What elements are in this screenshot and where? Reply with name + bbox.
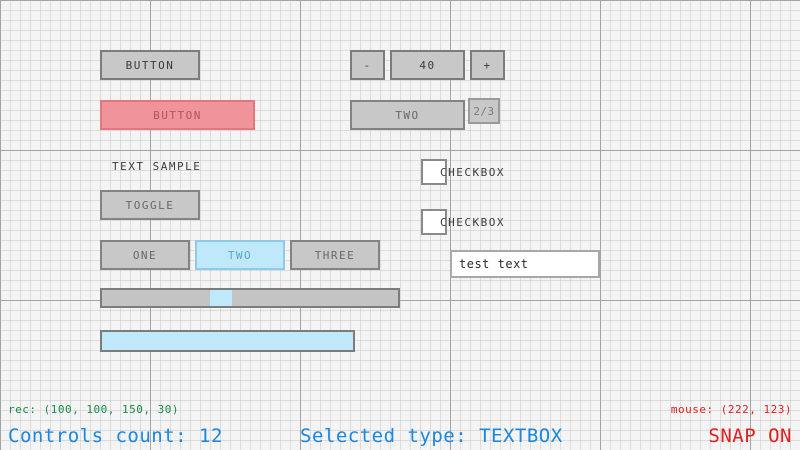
toggle-group-item-three-label: THREE: [314, 248, 356, 262]
toggle-group-item-two[interactable]: TWO: [195, 240, 285, 270]
slider-track[interactable]: [100, 288, 400, 308]
combobox-index-chip[interactable]: 2/3: [468, 98, 500, 124]
progress-bar: [100, 330, 355, 352]
status-controls-count-text: Controls count: 12: [8, 425, 223, 447]
combobox[interactable]: TWO: [350, 100, 465, 130]
button-danger-label: BUTTON: [153, 108, 202, 122]
spinner-decrement-label: -: [363, 58, 372, 72]
toggle-group-item-one[interactable]: ONE: [100, 240, 190, 270]
spinner-value[interactable]: 40: [390, 50, 465, 80]
toggle-group-item-one-label: ONE: [132, 248, 158, 262]
textbox-value: test text: [459, 257, 529, 271]
slider-handle[interactable]: [210, 290, 232, 306]
status-mouse-text: mouse: (222, 123): [670, 403, 792, 416]
toggle-button[interactable]: TOGGLE: [100, 190, 200, 220]
text-sample-label: TEXT SAMPLE: [112, 158, 201, 174]
button-default[interactable]: BUTTON: [100, 50, 200, 80]
checkbox-two-box[interactable]: [421, 209, 447, 235]
status-rec: rec: (100, 100, 150, 30): [8, 404, 179, 415]
spinner-increment-button[interactable]: +: [470, 50, 505, 80]
checkbox-two-label-text: CHECKBOX: [440, 215, 505, 229]
checkbox-one-label-text: CHECKBOX: [440, 165, 505, 179]
status-selected-type-text: Selected type: TEXTBOX: [300, 425, 563, 447]
button-danger[interactable]: BUTTON: [100, 100, 255, 130]
spinner-increment-label: +: [483, 58, 492, 72]
textbox[interactable]: test text: [450, 250, 600, 278]
toggle-button-label: TOGGLE: [125, 198, 175, 212]
combobox-index-label: 2/3: [473, 104, 495, 118]
toggle-group-item-two-label: TWO: [227, 248, 253, 262]
progress-bar-fill: [102, 332, 353, 350]
checkbox-one-box[interactable]: [421, 159, 447, 185]
text-sample-label-text: TEXT SAMPLE: [112, 159, 202, 173]
button-default-label: BUTTON: [125, 58, 175, 72]
checkbox-two-label: CHECKBOX: [440, 213, 505, 231]
spinner-decrement-button[interactable]: -: [350, 50, 385, 80]
status-rec-text: rec: (100, 100, 150, 30): [8, 403, 179, 416]
status-snap-text: SNAP ON: [708, 425, 792, 447]
spinner-value-text: 40: [419, 58, 436, 72]
status-snap: SNAP ON: [708, 427, 792, 446]
status-mouse: mouse: (222, 123): [671, 404, 792, 415]
checkbox-one-label: CHECKBOX: [440, 163, 505, 181]
combobox-value: TWO: [395, 108, 420, 122]
status-controls-count: Controls count: 12: [8, 427, 223, 446]
status-selected-type: Selected type: TEXTBOX: [300, 427, 563, 446]
toggle-group-item-three[interactable]: THREE: [290, 240, 380, 270]
